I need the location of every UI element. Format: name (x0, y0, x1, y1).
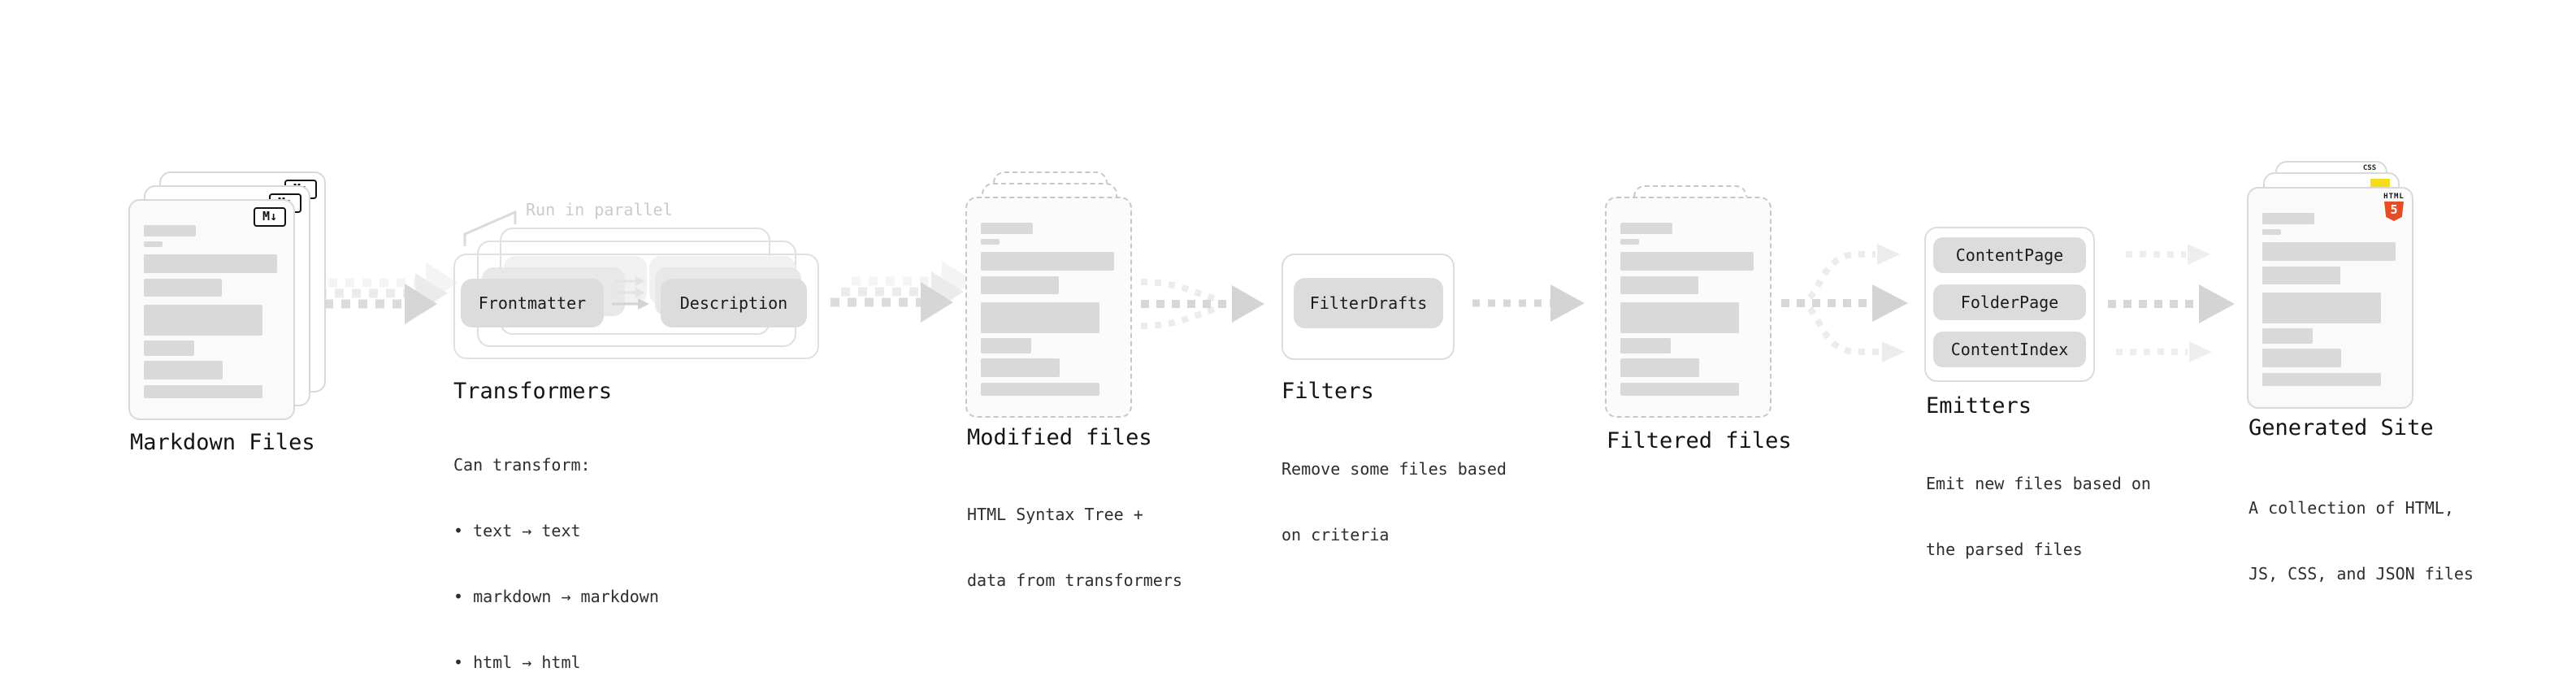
text-line-placeholder (144, 241, 163, 247)
filters-caption: Remove some files based on criteria (1281, 414, 1507, 590)
filterdrafts-pill: FilterDrafts (1294, 278, 1443, 328)
text-line-placeholder (1620, 239, 1639, 245)
transformers-caption: Can transform: • text → text • markdown … (453, 410, 659, 681)
caption-line: JS, CSS, and JSON files (2249, 564, 2474, 583)
caption-line: A collection of HTML, (2249, 498, 2454, 518)
arrow-transformers-to-modified-icon (830, 261, 974, 323)
caption-bullet: • html → html (453, 653, 581, 672)
text-line-placeholder (981, 223, 1033, 234)
caption-line: data from transformers (967, 570, 1182, 590)
arrow-filters-to-filtered-icon (1472, 284, 1585, 322)
caption-line: on criteria (1281, 525, 1390, 544)
text-line-placeholder (2262, 349, 2341, 367)
text-line-placeholder (1620, 302, 1739, 333)
text-line-placeholder (2262, 328, 2313, 344)
text-line-placeholder (981, 252, 1114, 271)
css-badge-text: CSS (2362, 164, 2377, 172)
stage-label-modified-files: Modified files (967, 425, 1152, 450)
contentpage-pill: ContentPage (1933, 237, 2086, 273)
arrow-emitters-to-generated-icon (2108, 244, 2235, 362)
stage-label-transformers: Transformers (453, 379, 613, 404)
text-line-placeholder (981, 239, 1000, 245)
text-line-placeholder (144, 279, 222, 297)
text-line-placeholder (981, 358, 1060, 377)
markdown-file-card: M↓ (128, 199, 295, 420)
text-line-placeholder (144, 361, 223, 380)
arrow-filtered-to-emitters-icon (1781, 244, 1908, 362)
text-line-placeholder (981, 302, 1099, 333)
run-in-parallel-annotation: Run in parallel (526, 200, 673, 219)
text-line-placeholder (144, 225, 196, 236)
markdown-icon: M↓ (254, 207, 286, 227)
text-line-placeholder (1620, 358, 1699, 377)
text-line-placeholder (1620, 276, 1698, 294)
frontmatter-pill: Frontmatter (461, 279, 604, 327)
text-line-placeholder (2262, 242, 2396, 261)
html5-icon: HTML 5 (2383, 193, 2405, 221)
text-line-placeholder (981, 338, 1031, 354)
html5-shield: 5 (2384, 202, 2404, 221)
text-line-placeholder (144, 340, 194, 356)
text-line-placeholder (2262, 373, 2381, 386)
arrow-modified-to-filters-icon (1140, 279, 1264, 329)
text-line-placeholder (1620, 223, 1672, 234)
modified-file-card (965, 197, 1132, 418)
caption-bullet: • markdown → markdown (453, 587, 659, 606)
stage-label-emitters: Emitters (1926, 393, 2032, 419)
description-pill: Description (661, 279, 807, 327)
stage-label-markdown-files: Markdown Files (130, 430, 315, 455)
emitters-caption: Emit new files based on the parsed files (1926, 429, 2151, 605)
caption-line: HTML Syntax Tree + (967, 505, 1143, 524)
caption-line: the parsed files (1926, 540, 2083, 559)
text-line-placeholder (981, 276, 1059, 294)
text-line-placeholder (1620, 383, 1739, 396)
js-file-icon (2370, 179, 2390, 189)
modified-files-caption: HTML Syntax Tree + data from transformer… (967, 460, 1182, 635)
stage-label-filters: Filters (1281, 379, 1374, 404)
text-line-placeholder (1620, 252, 1754, 271)
caption-line: Emit new files based on (1926, 474, 2151, 493)
folderpage-pill: FolderPage (1933, 284, 2086, 320)
generated-site-caption: A collection of HTML, JS, CSS, and JSON … (2249, 453, 2474, 629)
html5-word: HTML (2383, 193, 2405, 201)
stage-label-filtered-files: Filtered files (1607, 428, 1792, 453)
filtered-file-card (1605, 197, 1772, 418)
arrow-markdown-to-transformers-icon (307, 262, 458, 324)
text-line-placeholder (2262, 267, 2340, 284)
generated-file-card-html: HTML 5 (2247, 187, 2413, 409)
contentindex-pill: ContentIndex (1933, 332, 2086, 367)
transformers-frame (453, 254, 819, 359)
text-line-placeholder (144, 385, 262, 398)
caption-line: Remove some files based (1281, 459, 1507, 479)
text-line-placeholder (981, 383, 1099, 396)
caption-bullet: • text → text (453, 521, 581, 540)
text-line-placeholder (2262, 293, 2381, 323)
caption-line: Can transform: (453, 455, 591, 475)
text-line-placeholder (2262, 213, 2314, 224)
text-line-placeholder (144, 254, 277, 273)
stage-label-generated-site: Generated Site (2249, 415, 2434, 440)
text-line-placeholder (1620, 338, 1671, 354)
text-line-placeholder (144, 305, 262, 336)
text-line-placeholder (2262, 229, 2281, 235)
